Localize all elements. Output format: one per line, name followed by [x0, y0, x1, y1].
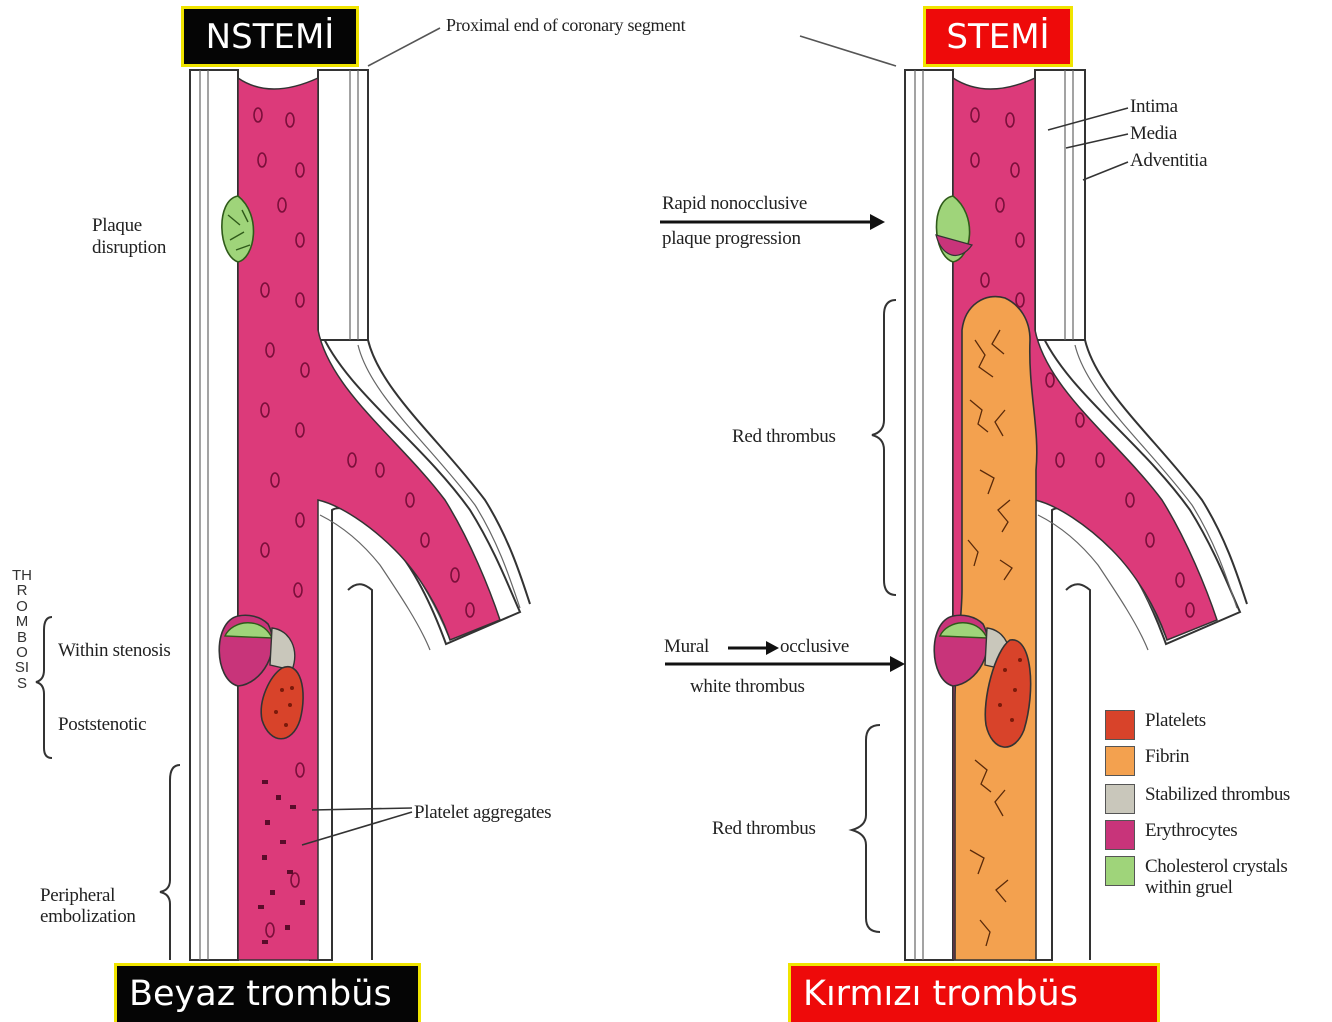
thrombosis-label: THROMBOSIS: [12, 568, 32, 691]
fibrin-swatch: [1105, 746, 1135, 776]
within-stenosis-label: Within stenosis: [58, 640, 170, 662]
erythrocytes-swatch: [1105, 820, 1135, 850]
occlusive-label: occlusive: [780, 636, 849, 658]
red-thrombus-lower-label: Red thrombus: [712, 818, 816, 840]
legend-label: Cholesterol crystals within gruel: [1145, 856, 1287, 898]
legend-item-platelets: Platelets: [1105, 710, 1206, 740]
legend-item-fibrin: Fibrin: [1105, 746, 1189, 776]
right-wall-right: [1035, 70, 1085, 340]
nstemi-header: NSTEMİ: [181, 6, 359, 67]
media-label: Media: [1130, 123, 1177, 145]
legend-label: Platelets: [1145, 710, 1206, 731]
platelets-swatch: [1105, 710, 1135, 740]
legend-label: Stabilized thrombus: [1145, 784, 1290, 805]
adventitia-label: Adventitia: [1130, 150, 1207, 172]
left-wall-right: [318, 70, 368, 340]
stemi-header: STEMİ: [923, 6, 1073, 67]
white-thrombus-label: white thrombus: [690, 676, 805, 698]
legend-item-erythrocytes: Erythrocytes: [1105, 820, 1237, 850]
legend-label: Erythrocytes: [1145, 820, 1237, 841]
white-thrombus-footer: Beyaz trombüs: [114, 963, 421, 1022]
plaque-progression-label: plaque progression: [662, 228, 801, 250]
intima-label: Intima: [1130, 96, 1178, 118]
rapid-nonocclusive-label: Rapid nonocclusive: [662, 193, 807, 215]
legend-label: Fibrin: [1145, 746, 1189, 767]
plaque-disruption-label: Plaque disruption: [92, 215, 166, 259]
peripheral-embolization-label: Peripheral embolization: [40, 885, 136, 927]
legend-item-stabilized-thrombus: Stabilized thrombus: [1105, 784, 1290, 814]
stabilized-thrombus-swatch: [1105, 784, 1135, 814]
cholesterol-crystals-swatch: [1105, 856, 1135, 886]
legend-item-cholesterol-crystals: Cholesterol crystals within gruel: [1105, 856, 1287, 898]
red-thrombus-footer: Kırmızı trombüs: [788, 963, 1160, 1022]
proximal-end-label: Proximal end of coronary segment: [446, 14, 685, 36]
poststenotic-label: Poststenotic: [58, 714, 146, 736]
mural-label: Mural: [664, 636, 709, 658]
platelet-aggregates-label: Platelet aggregates: [414, 802, 551, 824]
red-thrombus-upper-label: Red thrombus: [732, 426, 836, 448]
